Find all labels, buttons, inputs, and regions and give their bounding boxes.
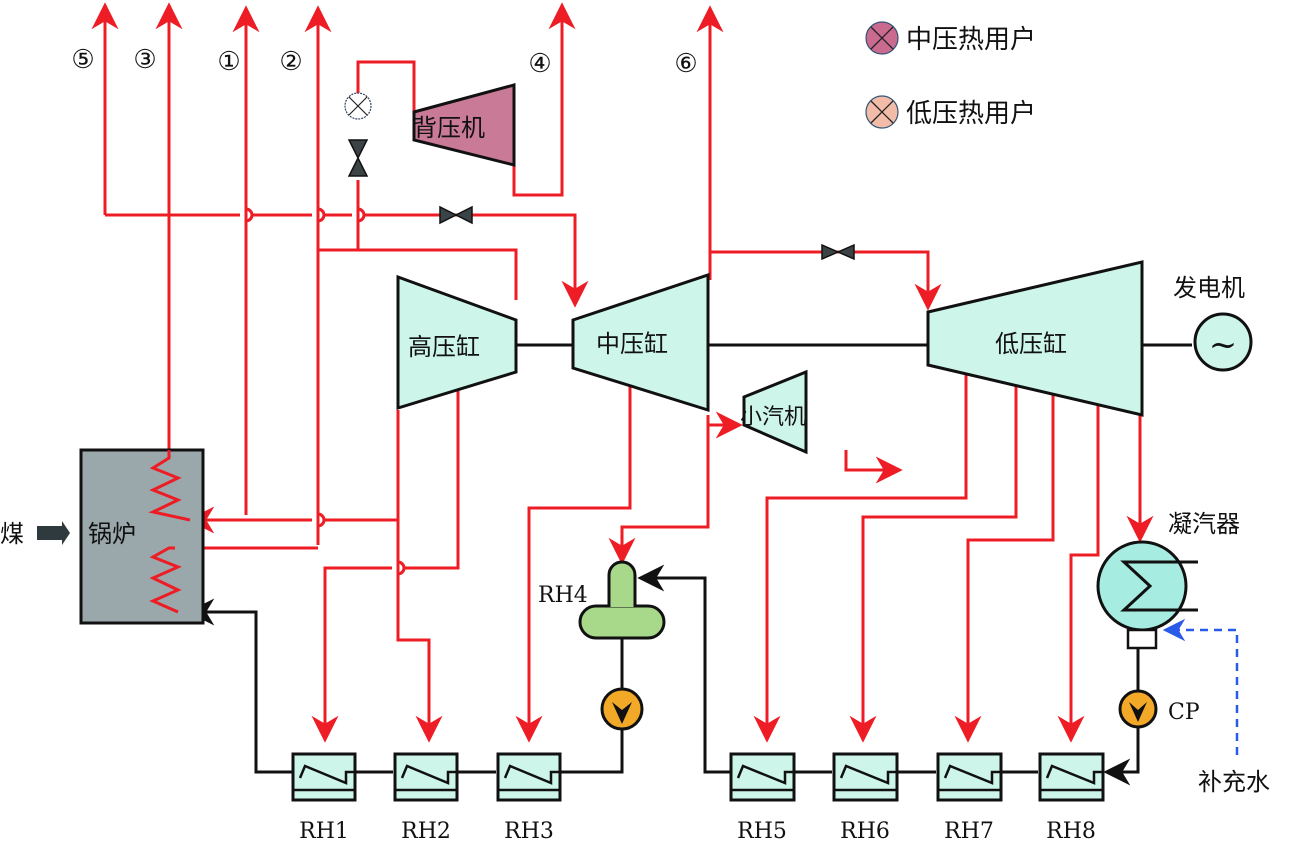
makeup-water-label: 补充水: [1198, 768, 1270, 796]
heater-label-rh3: RH3: [504, 819, 554, 844]
generator-symbol: ~: [1209, 325, 1238, 365]
steam-line-4: [512, 2, 576, 197]
extraction-rh4: [608, 415, 710, 565]
lp-label: 低压缸: [995, 330, 1067, 358]
extraction-label-2: ②: [279, 47, 302, 77]
boiler-label: 锅炉: [88, 520, 136, 548]
heater-label-rh5: RH5: [737, 819, 787, 844]
hp-label: 高压缸: [408, 333, 480, 361]
condenser-label: 凝汽器: [1168, 510, 1240, 538]
extraction-label-3: ③: [133, 45, 156, 75]
boiler-coil-lower: [149, 546, 182, 614]
coal-label: 煤: [0, 520, 24, 548]
extraction-label-1: ①: [217, 47, 240, 77]
lp-turbine: [926, 260, 1144, 417]
valve-backpressure[interactable]: [347, 139, 369, 177]
heater-label-rh7: RH7: [944, 819, 994, 844]
extraction-label-4: ④: [528, 49, 551, 79]
small-turbine-label: 小汽机: [740, 405, 806, 430]
heater-label-rh8: RH8: [1046, 819, 1096, 844]
backpressure-label: 背压机: [413, 114, 485, 142]
legend-lp-user: 低压热用户: [906, 99, 1036, 129]
extraction-rh1: [325, 385, 460, 740]
backpressure-turbine: [412, 83, 516, 167]
heater-row: [291, 752, 1105, 802]
steam-main-header: [105, 213, 575, 305]
extraction-rh8: [1057, 405, 1100, 743]
valve-crossover[interactable]: [821, 243, 855, 261]
valve-main[interactable]: [439, 205, 473, 225]
extraction-rh3: [515, 385, 632, 743]
heat-user-icon-inline: [344, 92, 372, 120]
heater-label-rh1: RH1: [299, 819, 349, 844]
heater-rh2: [393, 752, 459, 802]
feedwater-to-boiler: [187, 598, 292, 774]
coal-arrow-icon: [37, 521, 70, 545]
extraction-rh6: [849, 385, 1018, 743]
extraction-rh7: [954, 395, 1055, 743]
hp-exhaust-branch: [318, 248, 518, 300]
lp-user-icon: [865, 95, 899, 129]
small-turbine-exhaust: [844, 450, 903, 484]
heater-rh6: [832, 752, 899, 802]
condensate-pump-icon: [1118, 689, 1158, 729]
heater-rh8: [1038, 752, 1105, 802]
condensate-line: [1106, 648, 1140, 772]
makeup-water-line: [1162, 618, 1239, 755]
boiler: [79, 448, 205, 625]
boiler-coil-upper: [148, 450, 191, 522]
cp-label: CP: [1168, 700, 1200, 725]
backpressure-inlet: [356, 60, 416, 140]
ip-label: 中压缸: [596, 330, 668, 358]
water-lines: [187, 343, 1192, 774]
ip-lp-crossover: [710, 250, 942, 311]
deaerator-label: RH4: [538, 583, 588, 608]
steam-lines: [91, 2, 1154, 743]
generator-label: 发电机: [1173, 274, 1245, 302]
extraction-rh5: [753, 375, 968, 743]
ip-turbine: [571, 272, 710, 413]
heater-label-rh6: RH6: [840, 819, 890, 844]
heater-rh5: [729, 752, 796, 802]
heater-label-rh2: RH2: [401, 819, 451, 844]
extraction-label-6: ⑥: [674, 49, 697, 79]
extraction-rh2: [396, 520, 443, 743]
lp-feed-to-deaerator: [637, 564, 730, 774]
heater-rh1: [291, 752, 357, 802]
hp-turbine: [396, 274, 518, 411]
small-turbine: [742, 369, 808, 455]
condenser: [1096, 540, 1198, 650]
mp-user-icon: [865, 21, 899, 55]
deaerator: [578, 560, 666, 640]
legend: 中压热用户 低压热用户: [865, 21, 1036, 129]
heater-rh3: [496, 752, 562, 802]
generator: [1193, 312, 1253, 372]
feed-pump-icon: [600, 687, 644, 731]
heater-rh7: [936, 752, 1003, 802]
extraction-label-5: ⑤: [71, 45, 94, 75]
legend-mp-user: 中压热用户: [906, 25, 1036, 55]
